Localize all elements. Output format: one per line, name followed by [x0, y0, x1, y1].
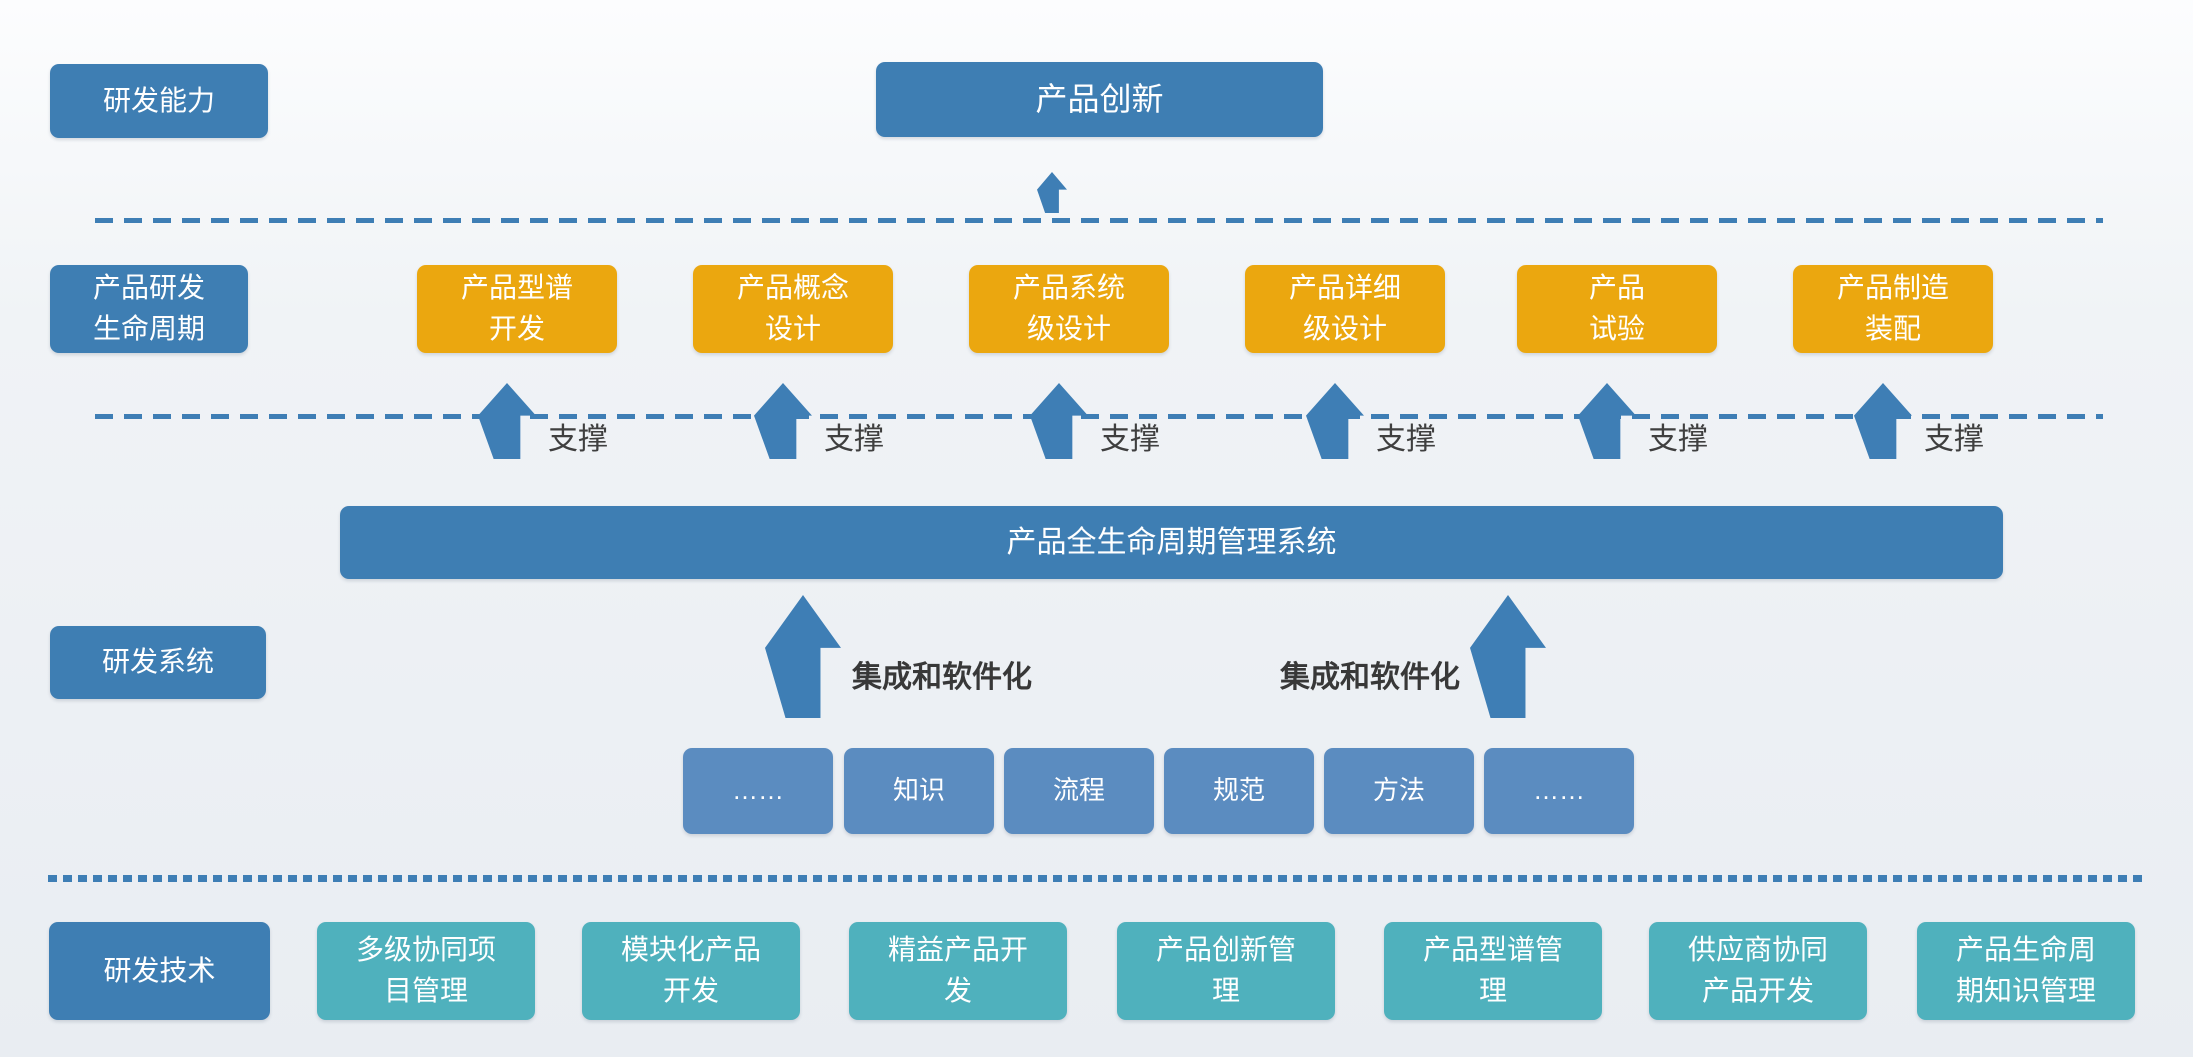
stage-box-system-design: 产品系统 级设计: [969, 265, 1169, 353]
tech-box-supplier-collab-dev: 供应商协同 产品开发: [1649, 922, 1867, 1020]
support-label: 支撑: [1376, 423, 1436, 456]
innovation-arrow-up-icon: [1037, 172, 1067, 213]
element-box-method: 方法: [1324, 748, 1474, 834]
stage-box-concept-design: 产品概念 设计: [693, 265, 893, 353]
stage-box-product-test: 产品 试验: [1517, 265, 1717, 353]
dashed-divider-top: [95, 218, 2103, 223]
tech-box-lifecycle-knowledge-mgmt: 产品生命周 期知识管理: [1917, 922, 2135, 1020]
support-label: 支撑: [824, 423, 884, 456]
dotted-divider-bottom: [48, 875, 2148, 882]
integration-arrow-up-icon: [1470, 595, 1546, 718]
support-label: 支撑: [1100, 423, 1160, 456]
support-arrow-up-icon: [1854, 383, 1912, 459]
product-innovation-box: 产品创新: [876, 62, 1323, 137]
tech-box-lean-product-dev: 精益产品开 发: [849, 922, 1067, 1020]
support-arrow-up-icon: [1306, 383, 1364, 459]
integration-label: 集成和软件化: [852, 661, 1032, 694]
element-box-process: 流程: [1004, 748, 1154, 834]
lifecycle-label-box: 产品研发 生命周期: [50, 265, 248, 353]
tech-box-innovation-mgmt: 产品创新管 理: [1117, 922, 1335, 1020]
technology-label-box: 研发技术: [49, 922, 270, 1020]
support-label: 支撑: [1924, 423, 1984, 456]
support-arrow-up-icon: [478, 383, 536, 459]
element-box-ellipsis: ……: [683, 748, 833, 834]
capability-label-box: 研发能力: [50, 64, 268, 138]
element-box-ellipsis: ……: [1484, 748, 1634, 834]
support-arrow-up-icon: [1030, 383, 1088, 459]
support-arrow-up-icon: [1578, 383, 1636, 459]
integration-arrow-up-icon: [765, 595, 841, 718]
dashed-divider-middle: [95, 414, 2103, 419]
tech-box-modular-product-dev: 模块化产品 开发: [582, 922, 800, 1020]
stage-box-manufacture-assembly: 产品制造 装配: [1793, 265, 1993, 353]
integration-label: 集成和软件化: [1280, 661, 1460, 694]
element-box-standard: 规范: [1164, 748, 1314, 834]
system-label-box: 研发系统: [50, 626, 266, 699]
support-label: 支撑: [548, 423, 608, 456]
tech-box-spectrum-mgmt: 产品型谱管 理: [1384, 922, 1602, 1020]
element-box-knowledge: 知识: [844, 748, 994, 834]
stage-box-spectrum-development: 产品型谱 开发: [417, 265, 617, 353]
tech-box-multilevel-project-mgmt: 多级协同项 目管理: [317, 922, 535, 1020]
plm-system-bar: 产品全生命周期管理系统: [340, 506, 2003, 579]
stage-box-detail-design: 产品详细 级设计: [1245, 265, 1445, 353]
support-arrow-up-icon: [754, 383, 812, 459]
support-label: 支撑: [1648, 423, 1708, 456]
